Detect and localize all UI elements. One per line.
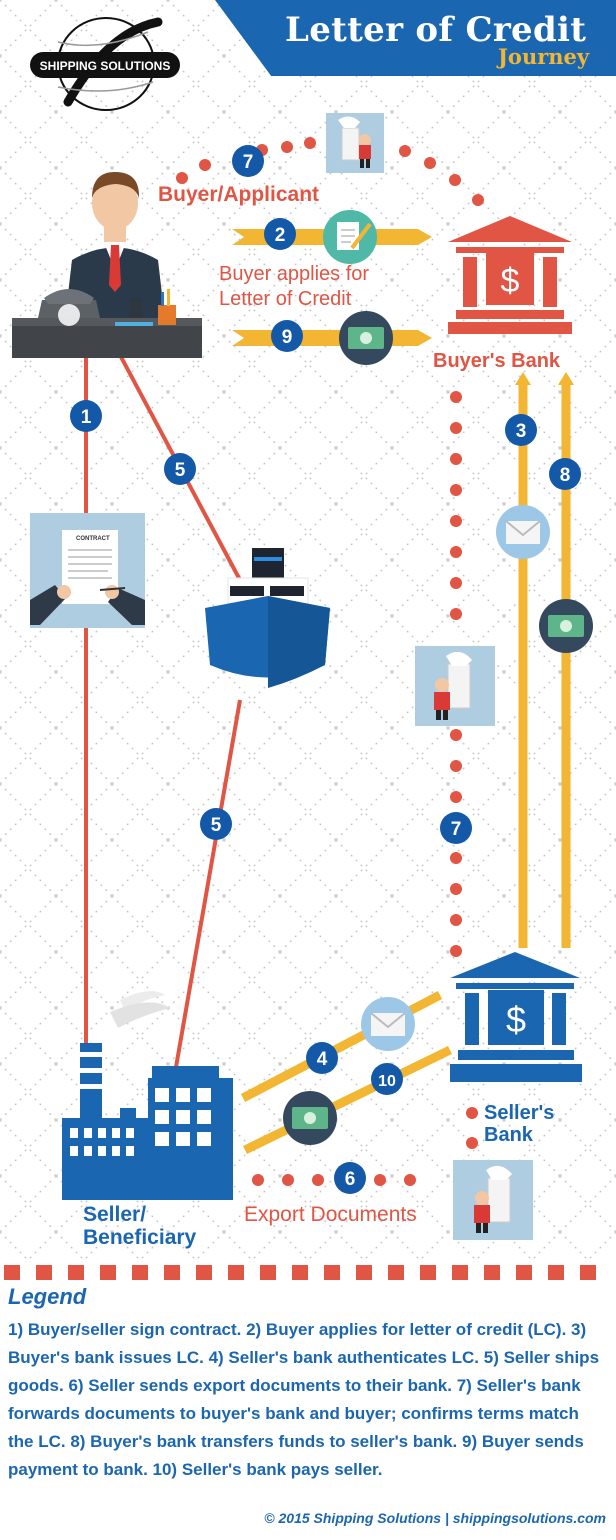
contract-signing-icon [30,513,145,628]
envelope-icon-lc-issue [496,505,550,559]
step-marker-3: 3 [505,414,537,446]
money-icon-payment [339,311,393,365]
legend-text: 1) Buyer/seller sign contract. 2) Buyer … [8,1320,600,1479]
money-icon-funds-transfer [539,599,593,653]
step-marker-7b: 7 [440,812,472,844]
step-marker-5a: 5 [164,453,196,485]
docs-arc-dots [176,137,484,206]
buyers-bank-icon: $ [448,216,572,334]
svg-text:3: 3 [516,421,527,442]
apply-label-line2: Letter of Credit [219,288,352,310]
step-marker-7a: 7 [232,145,264,177]
legend-title: Legend [8,1284,87,1309]
step-marker-2: 2 [264,218,296,250]
payment-arrow [232,330,432,346]
sellers-bank-label-line1: Seller's [484,1102,555,1124]
page-title: Letter of Credit [285,10,587,50]
footer-copyright: © 2015 Shipping Solutions | shippingsolu… [264,1510,606,1526]
pay-seller-line [243,1045,452,1155]
buyers-bank-label: Buyer's Bank [433,350,561,372]
factory-icon [62,991,233,1200]
export-documents-label: Export Documents [244,1203,417,1226]
seller-label-line1: Seller/ [83,1203,147,1226]
buyer-label: Buyer/Applicant [158,183,320,206]
ship-line-lower [170,699,242,1091]
apply-label-line1: Buyer applies for [219,263,370,285]
contract-doc-label: CONTRACT [76,536,110,542]
svg-text:$: $ [506,999,526,1040]
svg-text:4: 4 [317,1049,328,1070]
document-courier-bottom-icon [453,1160,533,1240]
svg-text:7: 7 [243,152,254,173]
money-icon-pay-seller [283,1091,337,1145]
step-marker-8: 8 [549,458,581,490]
sellers-bank-icon: $ [450,952,582,1082]
page-subtitle: Journey [498,44,590,69]
application-form-icon [323,210,377,264]
seller-label-line2: Beneficiary [83,1226,197,1249]
dashed-divider [4,1265,612,1280]
company-logo: SHIPPING SOLUTIONS [30,17,180,111]
svg-text:$: $ [501,262,520,300]
export-docs-dots [252,1107,478,1186]
docs-vertical-dots [450,391,462,957]
header-bar [215,0,616,76]
svg-text:SHIPPING SOLUTIONS: SHIPPING SOLUTIONS [40,59,171,73]
step-marker-5b: 5 [200,808,232,840]
step-marker-6: 6 [334,1162,366,1194]
svg-text:7: 7 [451,819,462,840]
buyer-icon [12,172,202,358]
svg-text:10: 10 [378,1073,396,1090]
svg-text:5: 5 [211,815,222,836]
ship-icon [205,548,330,688]
svg-text:6: 6 [345,1169,356,1190]
envelope-icon-authenticate [361,997,415,1051]
svg-text:9: 9 [282,327,293,348]
document-courier-top-icon [326,113,384,173]
legend: Legend 1) Buyer/seller sign contract. 2)… [8,1284,608,1484]
svg-text:2: 2 [275,225,286,246]
step-marker-1: 1 [70,400,102,432]
step-marker-4: 4 [306,1042,338,1074]
sellers-bank-label-line2: Bank [484,1124,533,1146]
svg-text:5: 5 [175,460,186,481]
svg-text:8: 8 [560,465,571,486]
step-marker-9: 9 [271,320,303,352]
svg-text:1: 1 [81,407,92,428]
step-marker-10: 10 [371,1063,403,1095]
document-courier-mid-icon [415,646,495,726]
